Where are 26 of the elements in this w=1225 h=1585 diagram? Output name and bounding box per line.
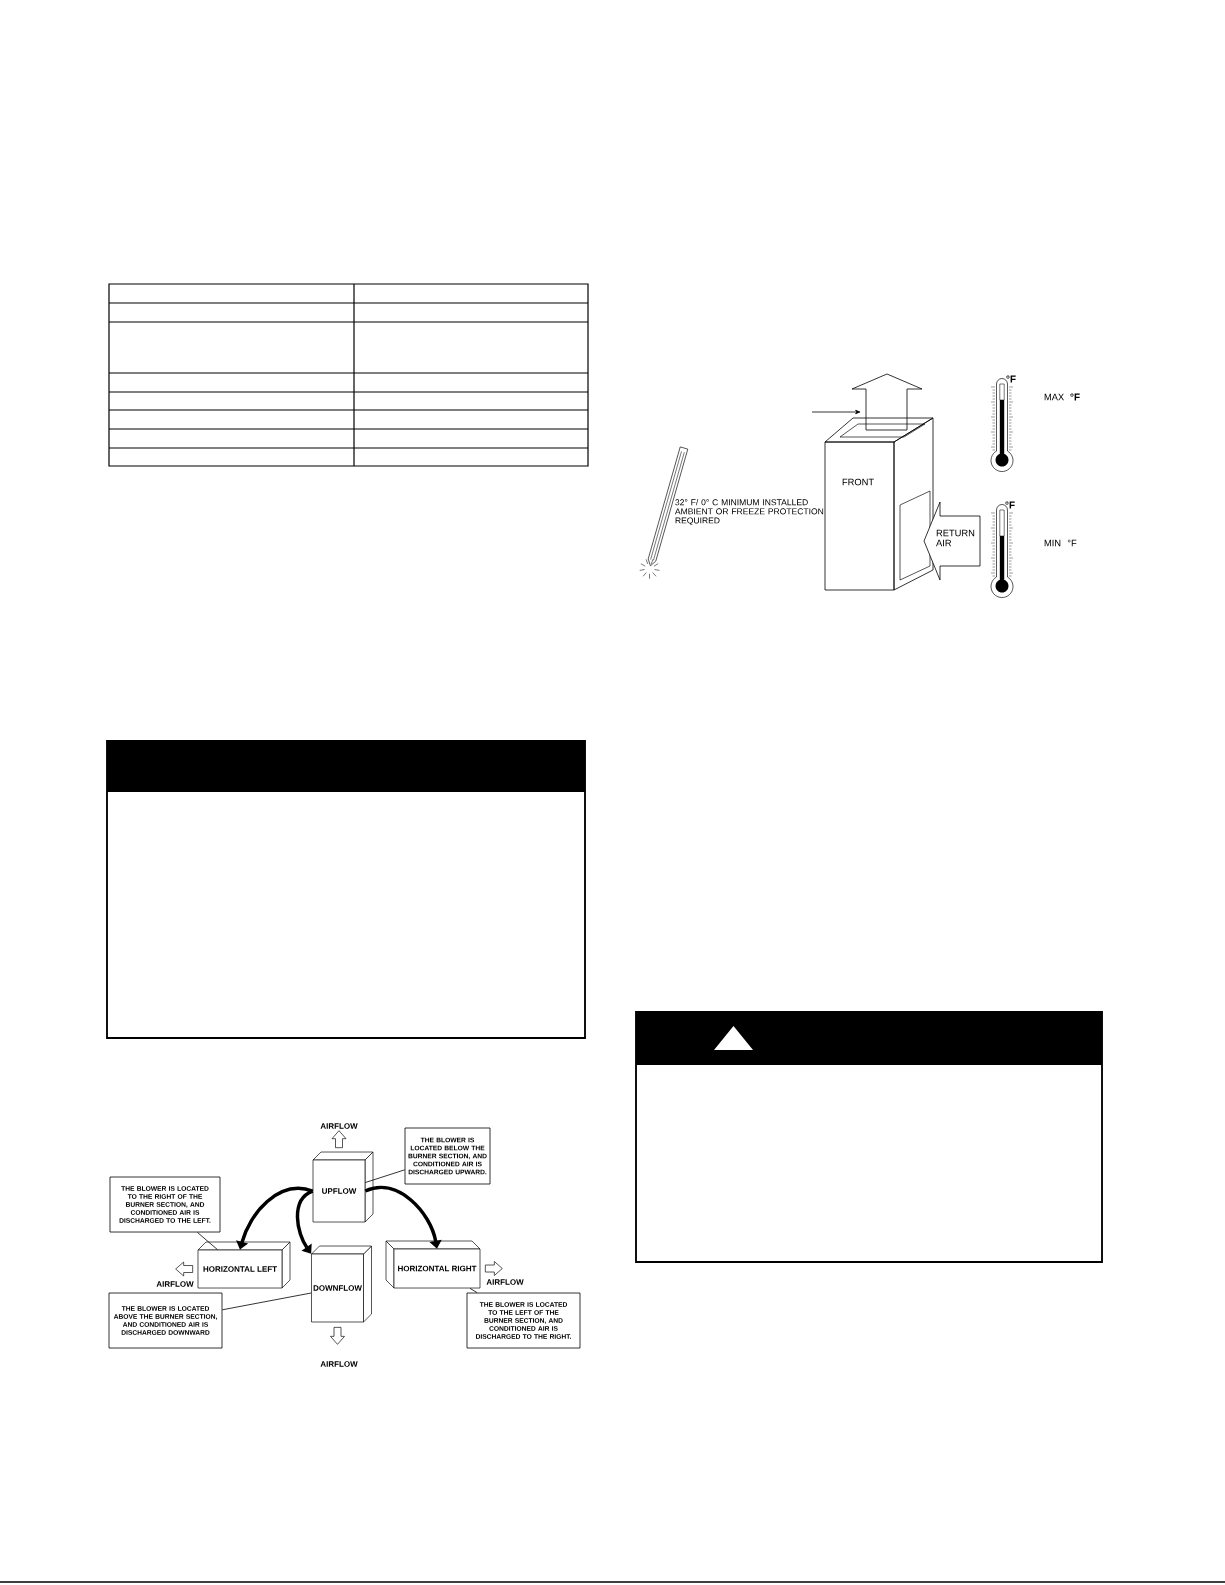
furnace-cabinet: UPFLOW [312, 1151, 374, 1223]
airflow-label: AIRFLOW [320, 1361, 358, 1367]
furnace-cabinet: HORIZONTAL RIGHT [385, 1240, 481, 1289]
leader-line [197, 1232, 218, 1251]
airflow-label: AIRFLOW [486, 1279, 524, 1285]
unit-label: °F [1005, 501, 1015, 509]
airflow-arrow [331, 1130, 347, 1148]
unit-label: °F [1067, 539, 1077, 547]
leader-line [364, 1169, 405, 1183]
leader-line [469, 1287, 478, 1293]
curved-arrow [236, 1186, 314, 1250]
unit-label: MAX [1044, 393, 1064, 401]
leader-line [222, 1292, 312, 1311]
curved-arrow [295, 1189, 314, 1254]
furnace-cabinet: HORIZONTAL LEFT [197, 1241, 291, 1289]
furnace-cabinet: FRONT [824, 417, 934, 591]
unit-label: °F [1070, 393, 1080, 401]
unit-label: °F [1006, 375, 1016, 383]
airflow-label: AIRFLOW [156, 1281, 194, 1287]
airflow-arrow [485, 1261, 503, 1276]
airflow-arrow [175, 1261, 193, 1277]
furnace-cabinet: DOWNFLOW [311, 1245, 372, 1323]
curved-arrow [364, 1185, 442, 1249]
airflow-arrow [330, 1327, 345, 1345]
unit-label: MIN [1044, 539, 1061, 547]
airflow-label: AIRFLOW [320, 1123, 358, 1129]
